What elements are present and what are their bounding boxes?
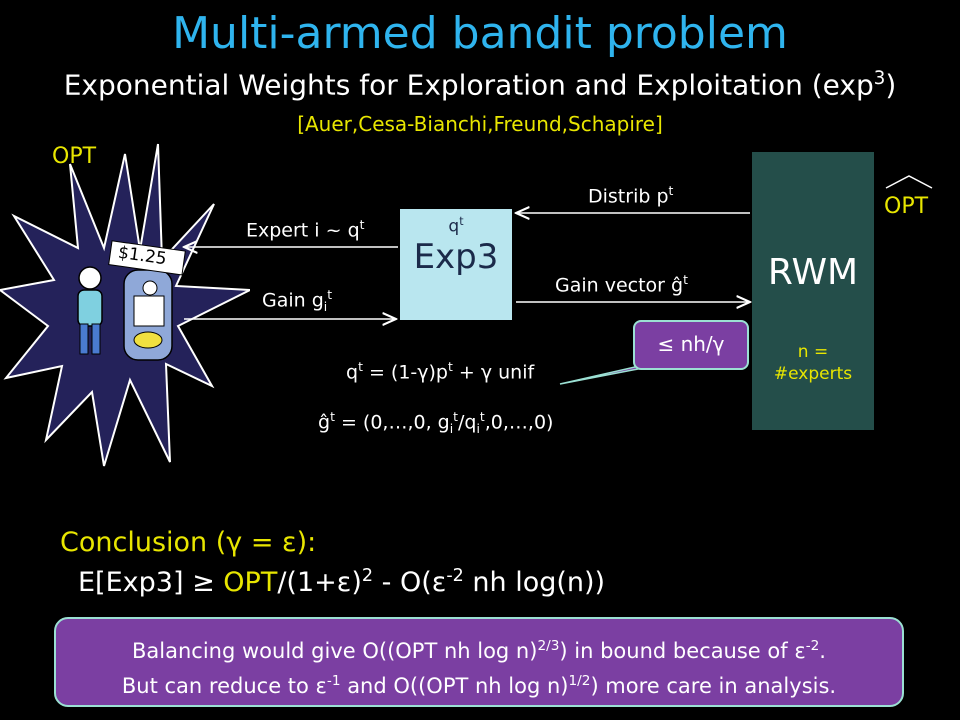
formula-q: qt = (1-γ)pt + γ unif <box>346 360 535 384</box>
person-figure <box>77 266 103 355</box>
conclusion-heading: Conclusion (γ = ε): <box>60 527 317 558</box>
balancing-note-box: Balancing would give O((OPT nh log n)2/3… <box>54 617 904 707</box>
rwm-n-label: n =#experts <box>773 342 853 384</box>
exp3-q-label: qt <box>448 215 464 237</box>
opt-label-right: OPT <box>884 194 929 219</box>
bound-callout: ≤ nh/γ <box>633 320 749 370</box>
gain-arrow-label: Gain git <box>262 288 333 315</box>
rwm-box: RWM n =#experts <box>752 152 874 430</box>
exp3-box: qt Exp3 <box>400 209 512 320</box>
note-line-1: Balancing would give O((OPT nh log n)2/3… <box>132 638 826 663</box>
rwm-name: RWM <box>767 252 859 293</box>
note-line-2: But can reduce to ε-1 and O((OPT nh log … <box>121 673 837 698</box>
slide-subtitle: Exponential Weights for Exploration and … <box>63 68 897 102</box>
opt-hat-icon <box>885 175 933 189</box>
expert-arrow-label: Expert i ~ qt <box>246 218 365 242</box>
exp3-name: Exp3 <box>413 236 499 277</box>
opt-label-left: OPT <box>52 144 97 169</box>
gain-vector-arrow-label: Gain vector ĝt <box>555 273 688 297</box>
citation: [Auer,Cesa-Bianchi,Freund,Schapire] <box>297 112 663 136</box>
slot-machine-burst-illustration <box>0 143 250 467</box>
slot-machine-figure <box>123 269 173 361</box>
slide-title: Multi-armed bandit problem <box>172 8 788 59</box>
formula-g-hat: ĝt = (0,…,0, git/qit,0,…,0) <box>318 410 554 437</box>
conclusion-formula: E[Exp3] ≥ OPT/(1+ε)2 - O(ε-2 nh log(n)) <box>78 566 606 598</box>
distrib-arrow-label: Distrib pt <box>588 184 674 208</box>
